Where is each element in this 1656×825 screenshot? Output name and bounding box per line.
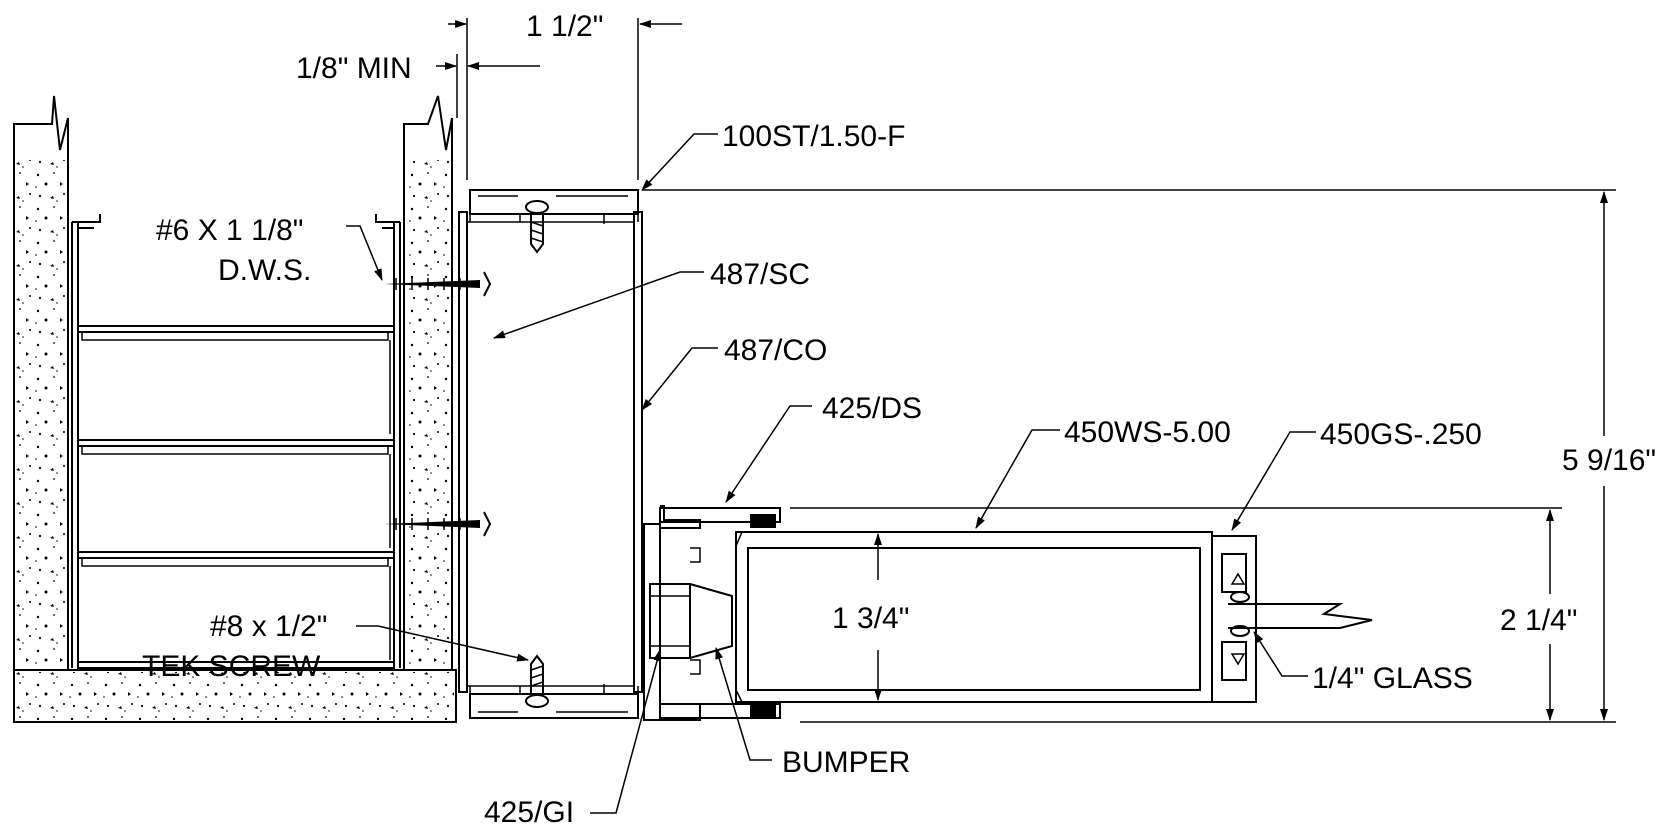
dim-1-8-min-label: 1/8" MIN	[296, 52, 412, 85]
glass-stop-450gs	[1211, 535, 1257, 703]
drywall-screw-lower	[384, 511, 492, 537]
right-gypsum-fill	[406, 160, 450, 668]
leader-lines	[346, 133, 1316, 814]
bumper-label: BUMPER	[782, 746, 910, 779]
part-100st-label: 100ST/1.50-F	[722, 120, 905, 153]
dim-1-1-2-label: 1 1/2"	[526, 10, 603, 43]
glazing-insert-425gi	[649, 583, 691, 659]
glass-label: 1/4" GLASS	[1312, 662, 1473, 695]
frame-487sc	[458, 211, 468, 693]
drywall-screw-upper	[384, 271, 492, 297]
part-425gi-label: 425/GI	[484, 796, 574, 825]
glass-lite	[1228, 603, 1373, 629]
gypsum-wall-assembly	[13, 95, 457, 723]
screw-tek-label-line1: #8 x 1/2"	[210, 610, 327, 643]
dim-2-1-4-label: 2 1/4"	[1500, 604, 1577, 637]
left-gypsum-fill	[16, 160, 66, 668]
dim-1-3-4-label: 1 3/4"	[832, 602, 909, 635]
frame-487co	[633, 211, 643, 693]
callout-labels: 1 1/2" 1/8" MIN 100ST/1.50-F #6 X 1 1/8"…	[142, 10, 1656, 825]
part-487co-label: 487/CO	[724, 334, 827, 367]
part-450ws-label: 450WS-5.00	[1064, 416, 1231, 449]
gasket-bottom	[750, 704, 776, 718]
gasket-top	[750, 514, 776, 528]
door-stile-450ws	[735, 531, 1213, 703]
frame-100st-top	[469, 189, 639, 215]
tek-screw-bottom	[525, 654, 549, 708]
part-487sc-label: 487/SC	[710, 258, 810, 291]
screw-tek-label-line2: TEK SCREW	[142, 650, 321, 683]
frame-100st-bottom	[469, 693, 639, 719]
frame-assembly	[458, 189, 643, 719]
bumper	[689, 583, 733, 659]
door-stop-425ds	[643, 505, 781, 721]
metal-stud	[71, 214, 401, 669]
tek-screw-top	[525, 200, 549, 254]
dim-5-9-16-label: 5 9/16"	[1562, 444, 1656, 477]
part-425ds-label: 425/DS	[822, 392, 922, 425]
bottom-gypsum-fill	[16, 672, 454, 720]
dimension-lines	[436, 18, 1616, 723]
screw-dws-label-line2: D.W.S.	[218, 254, 311, 287]
screw-dws-label-line1: #6 X 1 1/8"	[156, 214, 303, 247]
part-450gs-label: 450GS-.250	[1320, 418, 1482, 451]
